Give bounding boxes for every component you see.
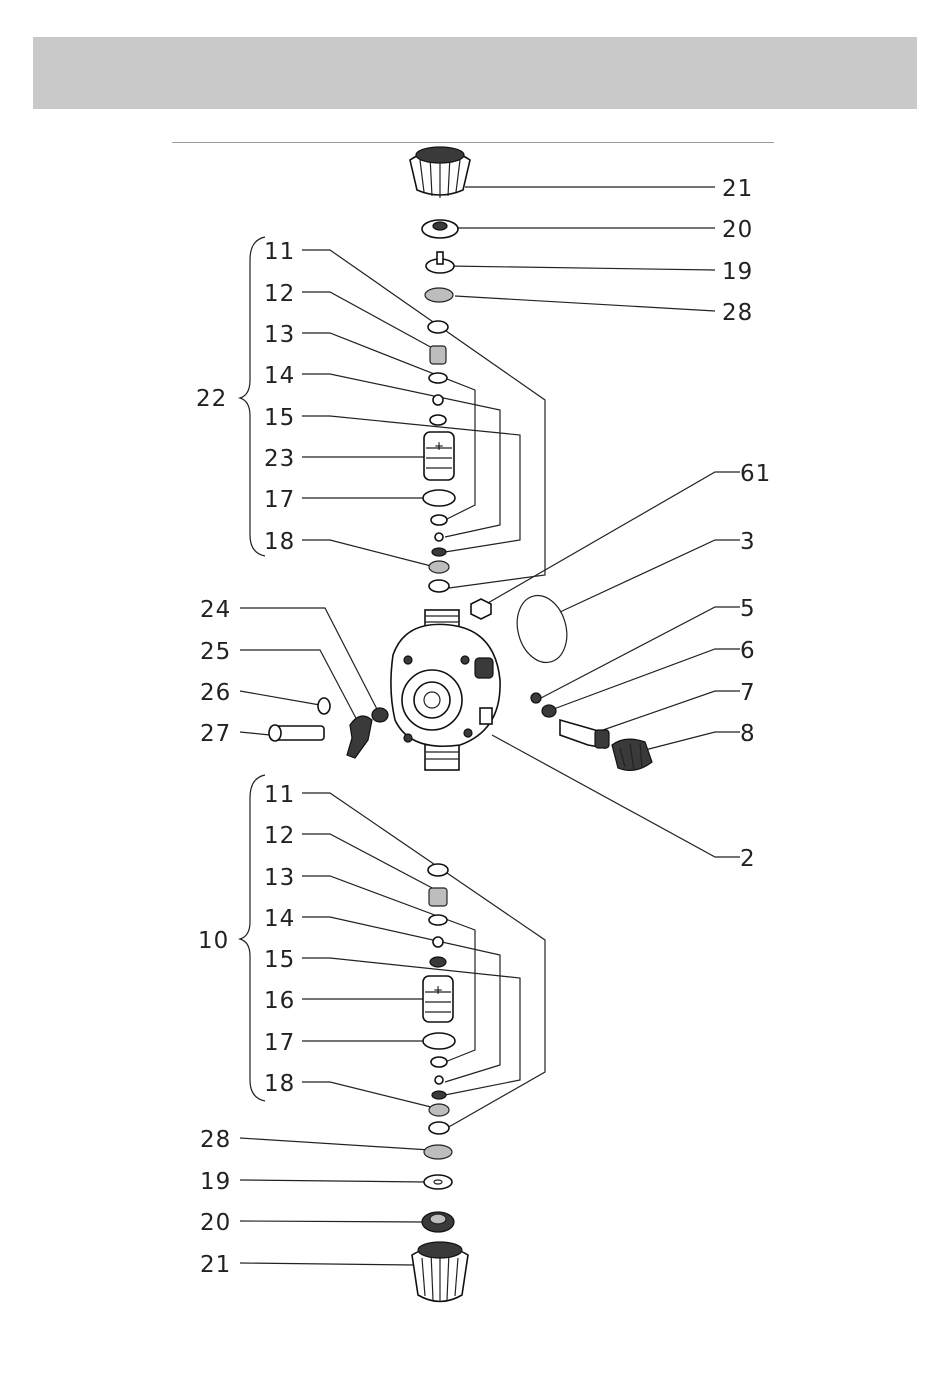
- part-20-top-seat: [422, 220, 458, 238]
- label-upper-23: 23: [264, 446, 295, 472]
- label-20-bottom: 20: [200, 1210, 231, 1236]
- label-upper-17: 17: [264, 487, 295, 513]
- part-19-top-disc: [426, 252, 454, 273]
- label-5: 5: [740, 596, 756, 622]
- label-28-top: 28: [722, 300, 753, 326]
- part-28-bottom-filter: [424, 1145, 452, 1159]
- part-3-oring: [510, 590, 574, 668]
- label-upper-15: 15: [264, 405, 295, 431]
- label-group-10: 10: [198, 928, 229, 954]
- label-lower-14: 14: [264, 906, 295, 932]
- middle-left-parts: [269, 698, 388, 758]
- label-28-bottom: 28: [200, 1127, 231, 1153]
- label-20-top: 20: [722, 217, 753, 243]
- label-lower-16: 16: [264, 988, 295, 1014]
- label-24: 24: [200, 597, 231, 623]
- label-8: 8: [740, 721, 756, 747]
- part-2-pump-head: [391, 610, 500, 770]
- right-side-parts: [531, 693, 652, 770]
- label-27: 27: [200, 721, 231, 747]
- label-upper-13: 13: [264, 322, 295, 348]
- label-26: 26: [200, 680, 231, 706]
- label-lower-11: 11: [264, 782, 295, 808]
- part-20-bottom-seat: [422, 1212, 454, 1232]
- label-3: 3: [740, 529, 756, 555]
- label-19-top: 19: [722, 259, 753, 285]
- label-upper-14: 14: [264, 363, 295, 389]
- label-lower-13: 13: [264, 865, 295, 891]
- label-21-bottom: 21: [200, 1252, 231, 1278]
- svg-text:+: +: [433, 983, 443, 997]
- upper-group-brace: [240, 237, 265, 556]
- label-lower-12: 12: [264, 823, 295, 849]
- label-upper-12: 12: [264, 281, 295, 307]
- label-7: 7: [740, 680, 756, 706]
- label-21-top: 21: [722, 176, 753, 202]
- label-19-bottom: 19: [200, 1169, 231, 1195]
- label-2: 2: [740, 846, 756, 872]
- svg-text:+: +: [434, 439, 444, 453]
- label-lower-18: 18: [264, 1071, 295, 1097]
- label-lower-15: 15: [264, 947, 295, 973]
- part-21-top-cap: [410, 147, 470, 198]
- label-group-22: 22: [196, 386, 227, 412]
- part-21-bottom-cap: [412, 1242, 468, 1302]
- label-lower-17: 17: [264, 1030, 295, 1056]
- part-19-bottom-disc: [424, 1175, 452, 1189]
- label-upper-11: 11: [264, 239, 295, 265]
- part-61-nut: [471, 599, 491, 619]
- part-28-top-filter: [425, 288, 453, 302]
- label-25: 25: [200, 639, 231, 665]
- label-6: 6: [740, 638, 756, 664]
- lower-group-brace: [240, 775, 265, 1101]
- label-61: 61: [740, 461, 771, 487]
- label-upper-18: 18: [264, 529, 295, 555]
